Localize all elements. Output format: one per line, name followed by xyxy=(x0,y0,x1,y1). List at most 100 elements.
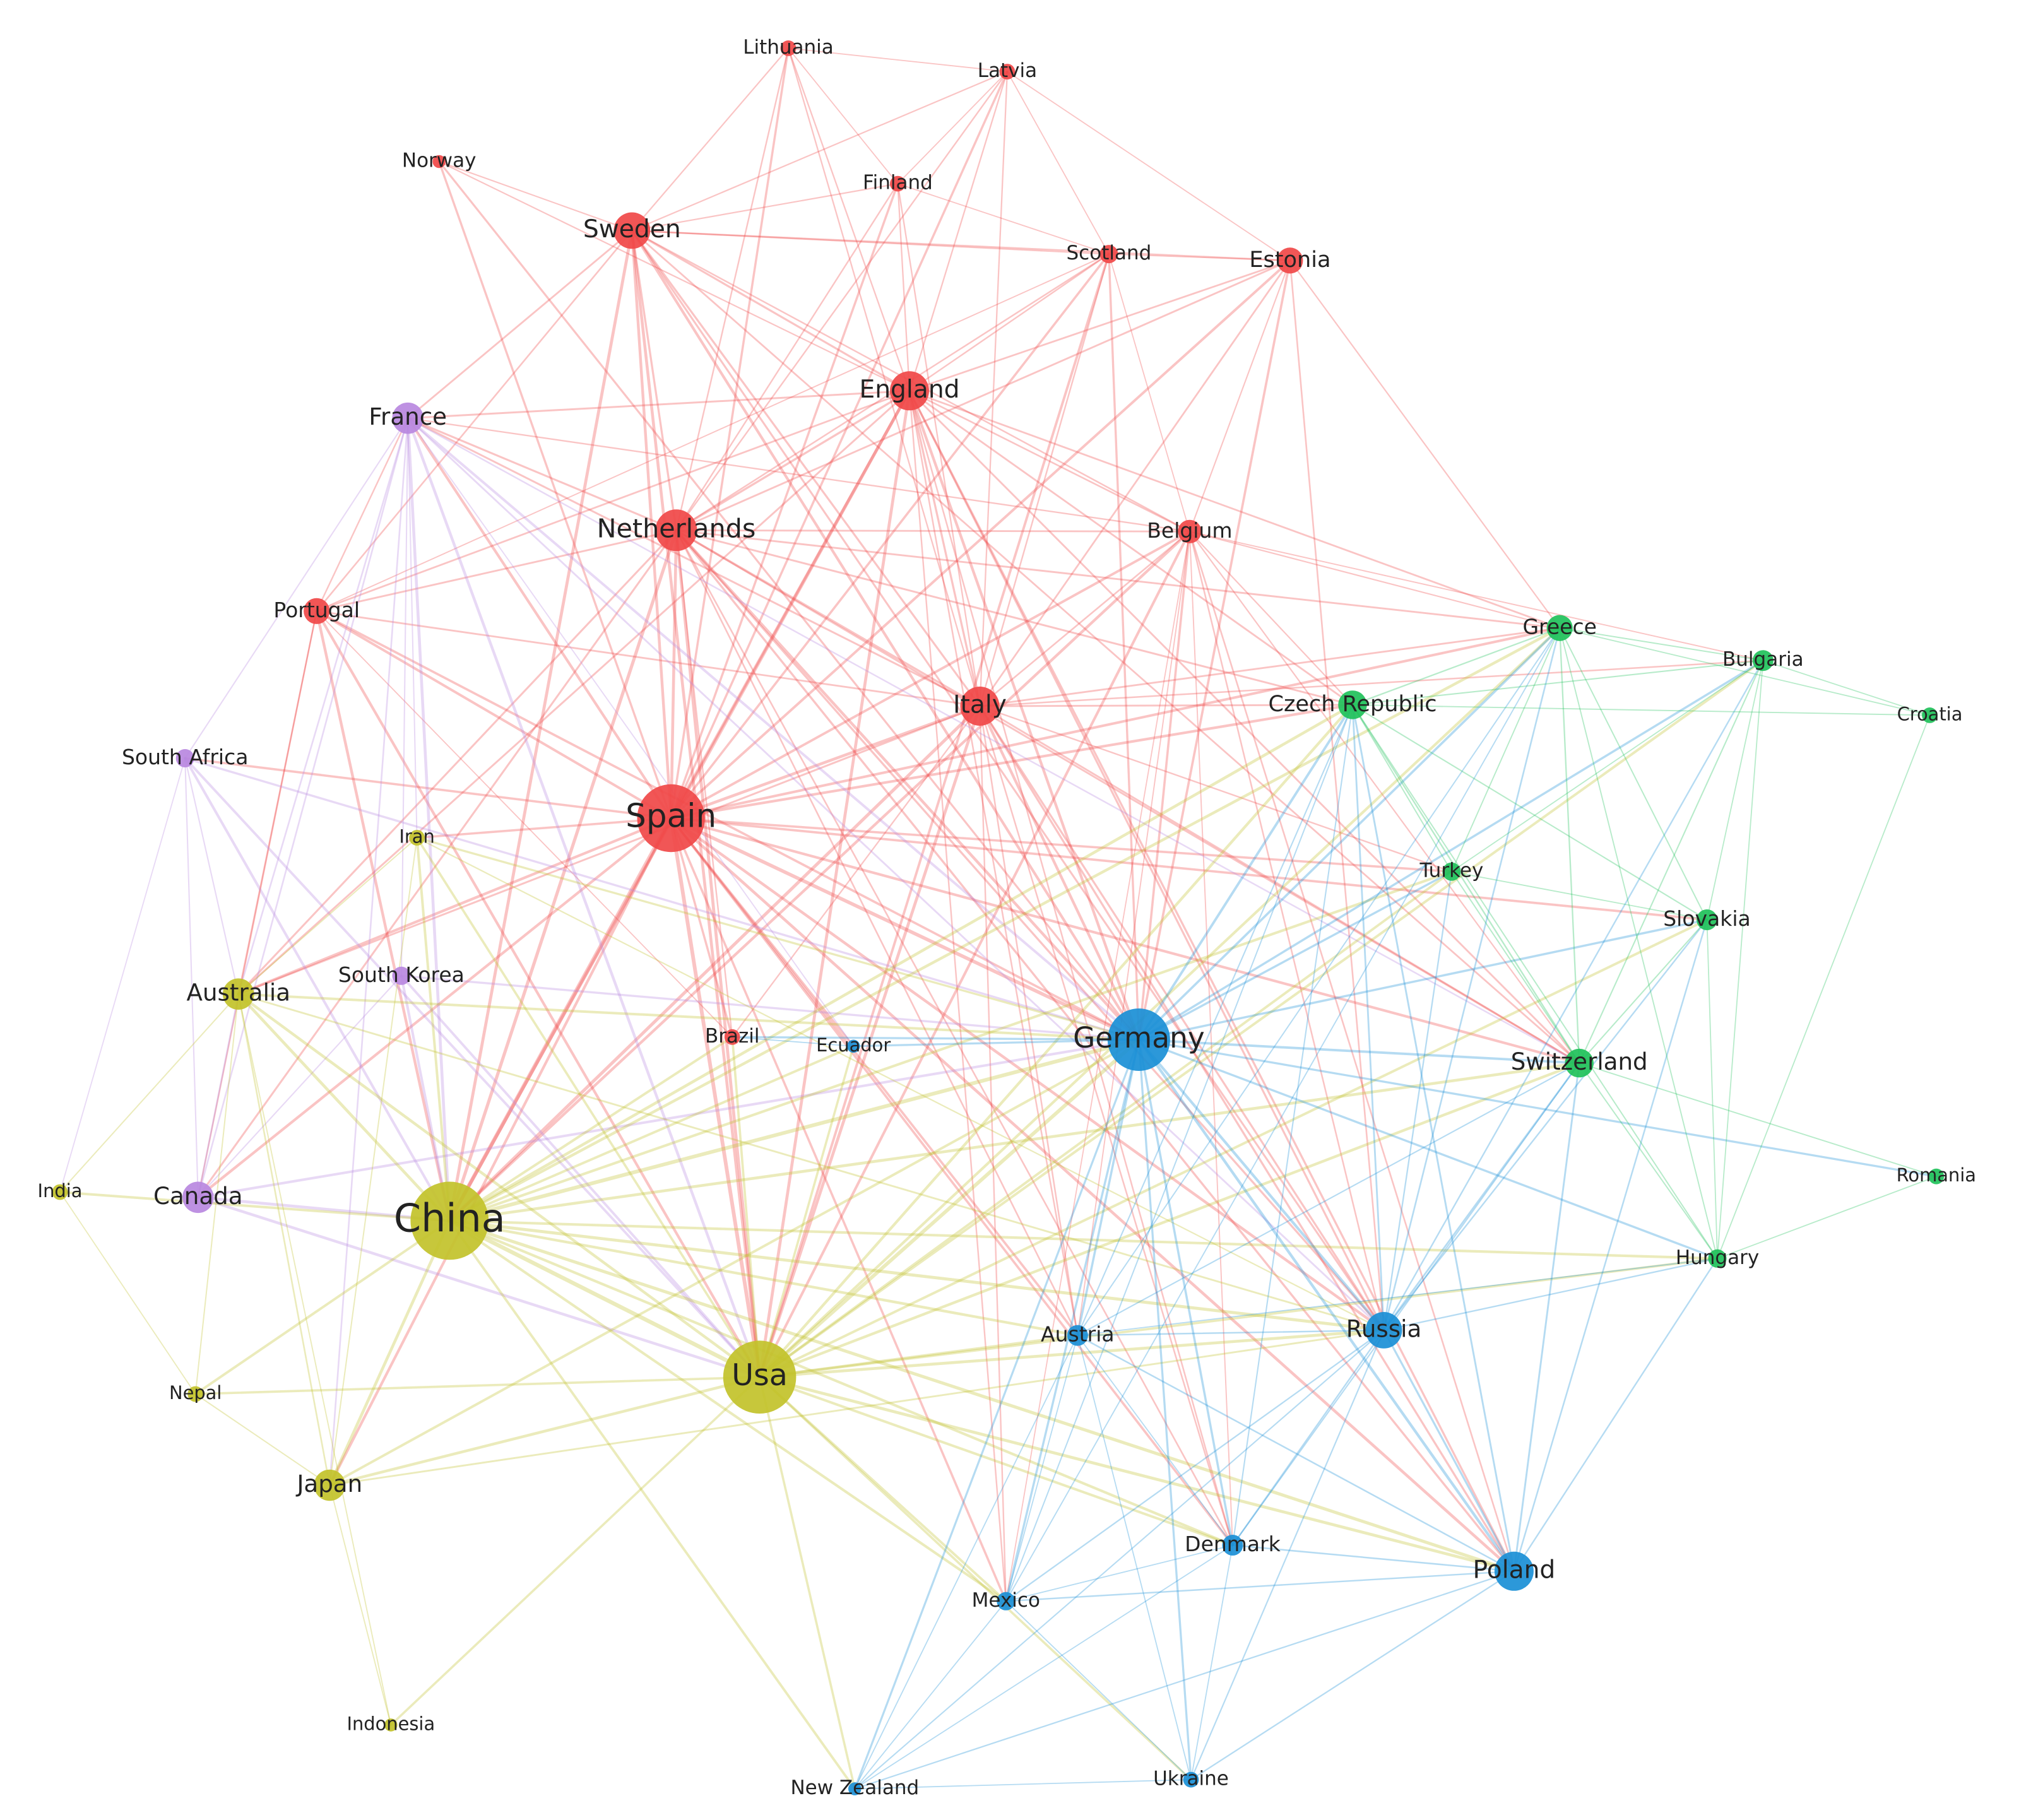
label-croatia: Croatia xyxy=(1897,703,1963,724)
edge-italy-mexico xyxy=(979,705,1007,1602)
node-switzerland[interactable] xyxy=(1565,1048,1594,1078)
node-france[interactable] xyxy=(392,402,424,434)
edge-romania-hungary xyxy=(1717,1176,1937,1260)
edge-switzerland-turkey xyxy=(1450,871,1580,1064)
label-denmark: Denmark xyxy=(1185,1532,1281,1556)
edge-spain-poland xyxy=(669,817,1516,1573)
node-belgium[interactable] xyxy=(1178,519,1202,543)
edge-france-russia xyxy=(406,417,1385,1332)
edge-england-belgium xyxy=(908,389,1191,533)
edge-poland-switzerland xyxy=(1513,1062,1580,1573)
edge-scotland-usa xyxy=(758,252,1110,1379)
node-czech[interactable] xyxy=(1338,690,1367,719)
edge-italy-belgium xyxy=(979,530,1191,707)
node-india[interactable] xyxy=(52,1184,68,1200)
node-estonia[interactable] xyxy=(1277,247,1303,274)
node-nepal[interactable] xyxy=(187,1386,204,1402)
node-scotland[interactable] xyxy=(1099,245,1118,264)
edge-southkorea-germany xyxy=(400,974,1140,1041)
node-brazil[interactable] xyxy=(724,1029,740,1045)
edge-italy-usa xyxy=(758,704,981,1379)
node-netherlands[interactable] xyxy=(655,509,697,552)
edge-spain-england xyxy=(669,389,911,820)
edge-sweden-estonia xyxy=(631,230,1291,262)
edge-sweden-china xyxy=(447,228,634,1222)
edge-usa-turkey xyxy=(758,870,1453,1379)
node-sweden[interactable] xyxy=(613,212,651,249)
node-slovakia[interactable] xyxy=(1697,909,1717,930)
node-spain[interactable] xyxy=(637,784,705,853)
node-hungary[interactable] xyxy=(1708,1249,1727,1268)
edge-canada-germany xyxy=(196,1038,1140,1199)
edge-spain-brazil xyxy=(670,817,733,1039)
node-croatia[interactable] xyxy=(1922,707,1938,723)
edge-belgium-poland xyxy=(1188,530,1515,1573)
node-italy[interactable] xyxy=(960,687,1000,726)
node-japan[interactable] xyxy=(314,1469,346,1501)
edge-germany-ecuador xyxy=(852,1038,1140,1048)
node-australia[interactable] xyxy=(223,978,254,1010)
node-canada[interactable] xyxy=(182,1181,214,1214)
node-usa[interactable] xyxy=(723,1340,797,1414)
edge-poland-denmark xyxy=(1231,1544,1515,1573)
edge-usa-switzerland xyxy=(758,1061,1581,1379)
edge-china-australia xyxy=(237,992,451,1222)
node-portugal[interactable] xyxy=(304,598,330,624)
edge-spain-southafrica xyxy=(184,757,672,820)
node-norway[interactable] xyxy=(432,155,446,168)
edge-norway-germany xyxy=(438,160,1140,1041)
node-turkey[interactable] xyxy=(1442,862,1461,881)
edge-russia-newzealand xyxy=(854,1329,1385,1790)
edge-england-switzerland xyxy=(908,389,1580,1065)
edge-italy-latvia xyxy=(979,71,1009,707)
node-bulgaria[interactable] xyxy=(1752,650,1774,671)
edge-china-germany xyxy=(447,1037,1141,1223)
edge-spain-greece xyxy=(670,627,1561,820)
edge-italy-austria xyxy=(979,705,1079,1337)
edge-southkorea-usa xyxy=(400,974,761,1379)
node-iran[interactable] xyxy=(409,830,425,846)
edge-belgium-greece xyxy=(1188,531,1561,629)
node-ecuador[interactable] xyxy=(846,1039,860,1053)
node-indonesia[interactable] xyxy=(384,1718,398,1732)
label-layer: ChinaUsaAustraliaJapanIranIndiaNepalIndo… xyxy=(38,36,1976,1799)
node-latvia[interactable] xyxy=(999,64,1016,80)
node-russia[interactable] xyxy=(1365,1312,1402,1349)
edge-austria-hungary xyxy=(1077,1258,1718,1337)
node-ukraine[interactable] xyxy=(1183,1771,1199,1788)
node-lithuania[interactable] xyxy=(780,40,797,56)
label-southkorea: South Korea xyxy=(338,962,465,987)
edge-england-france xyxy=(406,389,911,420)
node-southafrica[interactable] xyxy=(175,749,194,767)
edge-bulgaria-turkey xyxy=(1450,659,1764,873)
edge-spain-netherlands xyxy=(669,528,678,820)
label-nepal: Nepal xyxy=(169,1382,222,1403)
node-china[interactable] xyxy=(410,1181,489,1260)
edge-italy-turkey xyxy=(979,705,1453,873)
node-greece[interactable] xyxy=(1546,615,1573,641)
node-finland[interactable] xyxy=(890,175,906,192)
label-scotland: Scotland xyxy=(1067,242,1152,264)
edge-usa-poland xyxy=(758,1375,1516,1573)
edge-netherlands-sweden xyxy=(631,229,678,531)
edge-australia-russia xyxy=(237,993,1385,1332)
edge-belgium-china xyxy=(448,530,1192,1222)
edge-mexico-greece xyxy=(1005,627,1561,1602)
node-romania[interactable] xyxy=(1928,1168,1945,1185)
node-newzealand[interactable] xyxy=(848,1782,862,1795)
edge-australia-indonesia xyxy=(237,993,392,1726)
edge-china-russia xyxy=(447,1219,1385,1332)
node-austria[interactable] xyxy=(1067,1325,1088,1346)
label-australia: Australia xyxy=(187,979,291,1007)
node-southkorea[interactable] xyxy=(392,966,411,985)
node-mexico[interactable] xyxy=(997,1592,1016,1610)
edge-england-australia xyxy=(237,389,911,995)
edge-spain-norway xyxy=(438,160,672,820)
node-denmark[interactable] xyxy=(1222,1535,1243,1556)
edge-austria-mexico xyxy=(1005,1335,1079,1602)
edge-belgium-france xyxy=(407,417,1191,533)
node-england[interactable] xyxy=(890,371,929,411)
node-poland[interactable] xyxy=(1494,1551,1534,1591)
edge-netherlands-lithuania xyxy=(675,47,790,531)
node-germany[interactable] xyxy=(1107,1008,1170,1071)
